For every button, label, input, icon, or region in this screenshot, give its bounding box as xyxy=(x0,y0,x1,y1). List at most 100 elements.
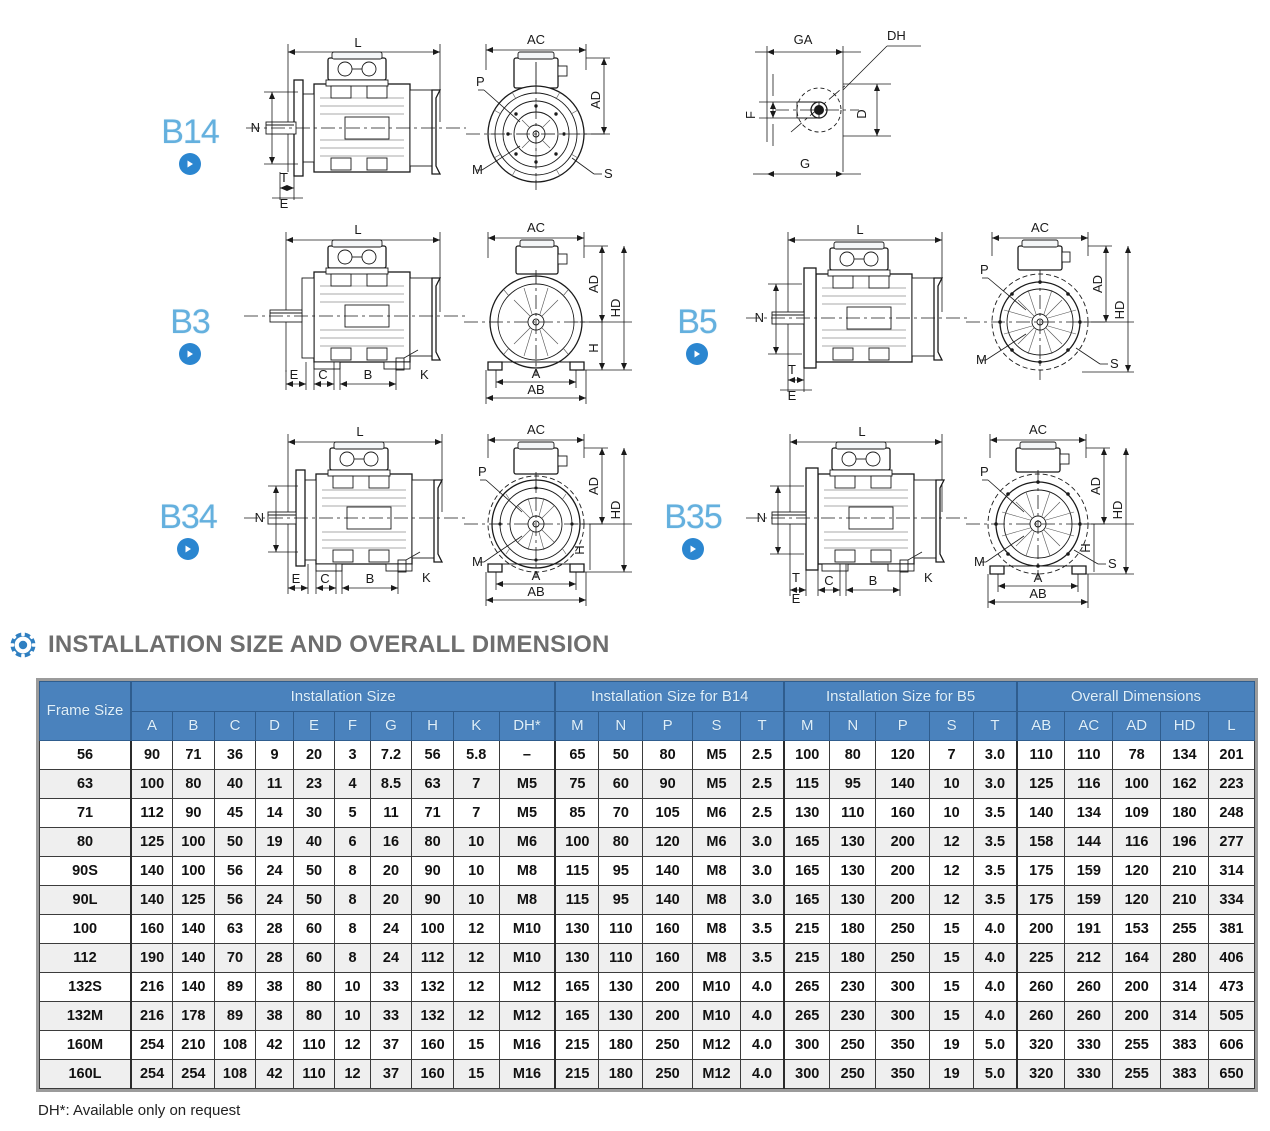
dim-label-C: C xyxy=(320,571,329,586)
cell-B: 90 xyxy=(172,798,215,828)
cell-AB: 110 xyxy=(1016,740,1066,770)
dim-label-AD: AD xyxy=(586,275,601,293)
cell-H: 63 xyxy=(411,769,454,799)
cell-AB: 175 xyxy=(1016,856,1066,886)
dim-label-DH: DH xyxy=(887,28,906,43)
cell-HD: 383 xyxy=(1160,1030,1209,1060)
dim-label-C: C xyxy=(824,573,833,588)
cell-N: 180 xyxy=(598,1030,644,1060)
cell-S: 7 xyxy=(929,740,974,770)
cell-T: 3.5 xyxy=(739,943,785,973)
col-b14-P: P xyxy=(642,711,694,741)
cell-G: 37 xyxy=(369,1030,413,1060)
dim-label-L: L xyxy=(856,222,863,237)
cell-P: 90 xyxy=(642,769,694,799)
col-A: A xyxy=(130,711,174,741)
cell-S: 15 xyxy=(929,914,974,944)
cell-HD: 210 xyxy=(1160,885,1209,915)
mount-code-b3: B3 xyxy=(170,303,211,341)
cell-T: 3.0 xyxy=(972,740,1018,770)
dim-label-T: T xyxy=(280,170,288,185)
cell-T: 3.0 xyxy=(739,856,785,886)
dim-label-AC: AC xyxy=(1029,422,1047,437)
col-b14-M: M xyxy=(554,711,600,741)
play-arrow-icon[interactable] xyxy=(682,538,704,560)
play-arrow-icon[interactable] xyxy=(179,343,201,365)
cell-F: 8 xyxy=(334,856,371,886)
cell-M: 100 xyxy=(783,740,831,770)
cell-T: 3.5 xyxy=(739,914,785,944)
cell-C: 45 xyxy=(213,798,257,828)
dim-label-GA: GA xyxy=(794,32,813,47)
mount-code-b35: B35 xyxy=(664,498,722,536)
cell-F: 12 xyxy=(334,1059,371,1089)
cell-G: 20 xyxy=(369,885,413,915)
cell-H: 160 xyxy=(411,1059,454,1089)
col-b5-P: P xyxy=(875,711,931,741)
dim-label-P: P xyxy=(980,464,989,479)
cell-L: 473 xyxy=(1207,972,1256,1002)
cell-N: 130 xyxy=(829,856,877,886)
cell-HD: 383 xyxy=(1160,1059,1209,1089)
cell-HD: 134 xyxy=(1160,740,1209,770)
cell-H: 80 xyxy=(411,827,454,857)
cell-B: 140 xyxy=(172,972,215,1002)
cell-P: 250 xyxy=(642,1059,694,1089)
cell-C: 50 xyxy=(213,827,257,857)
cell-N: 60 xyxy=(598,769,644,799)
cell-L: 201 xyxy=(1207,740,1256,770)
cell-H: 71 xyxy=(411,798,454,828)
cell-S: M8 xyxy=(692,885,741,915)
cell-F: 5 xyxy=(334,798,371,828)
cell-H: 100 xyxy=(411,914,454,944)
play-arrow-icon[interactable] xyxy=(179,153,201,175)
cell-AD: 200 xyxy=(1112,972,1162,1002)
cell-AC: 260 xyxy=(1064,972,1114,1002)
dim-label-AD: AD xyxy=(1090,275,1105,293)
cell-T: 4.0 xyxy=(972,972,1018,1002)
cell-F: 8 xyxy=(334,914,371,944)
mount-label-b14: B14 xyxy=(145,115,235,175)
cell-M: 115 xyxy=(554,885,600,915)
cell-AD: 153 xyxy=(1112,914,1162,944)
dim-label-L: L xyxy=(858,424,865,439)
cell-T: 3.0 xyxy=(739,827,785,857)
cell-E: 60 xyxy=(292,943,336,973)
cell-AB: 175 xyxy=(1016,885,1066,915)
drawing-b34: L xyxy=(228,412,632,608)
dim-label-AB: AB xyxy=(527,382,544,397)
cell-H: 160 xyxy=(411,1030,454,1060)
cell-AC: 144 xyxy=(1064,827,1114,857)
cell-A: 90 xyxy=(130,740,174,770)
cell-A: 160 xyxy=(130,914,174,944)
cell-K: 5.8 xyxy=(452,740,500,770)
play-arrow-icon[interactable] xyxy=(177,538,199,560)
cell-N: 95 xyxy=(598,885,644,915)
cell-N: 180 xyxy=(829,914,877,944)
dim-label-L: L xyxy=(354,35,361,50)
cell-frame-size: 63 xyxy=(39,769,132,799)
cell-H: 56 xyxy=(411,740,454,770)
dim-label-E: E xyxy=(292,571,301,586)
cell-P: 160 xyxy=(642,914,694,944)
cell-P: 200 xyxy=(875,827,931,857)
cell-AB: 125 xyxy=(1016,769,1066,799)
cell-G: 37 xyxy=(369,1059,413,1089)
col-H: H xyxy=(411,711,454,741)
cell-frame-size: 112 xyxy=(39,943,132,973)
cell-D: 9 xyxy=(255,740,294,770)
cell-frame-size: 132M xyxy=(39,1001,132,1031)
drawings-area: B14 L xyxy=(145,28,1134,608)
play-arrow-icon[interactable] xyxy=(686,343,708,365)
cell-AD: 78 xyxy=(1112,740,1162,770)
cell-K: 15 xyxy=(452,1059,500,1089)
cell-T: 2.5 xyxy=(739,769,785,799)
dim-label-AD: AD xyxy=(1088,477,1103,495)
cell-E: 50 xyxy=(292,885,336,915)
cell-N: 80 xyxy=(598,827,644,857)
cell-DH: M10 xyxy=(498,943,556,973)
cell-S: 15 xyxy=(929,972,974,1002)
